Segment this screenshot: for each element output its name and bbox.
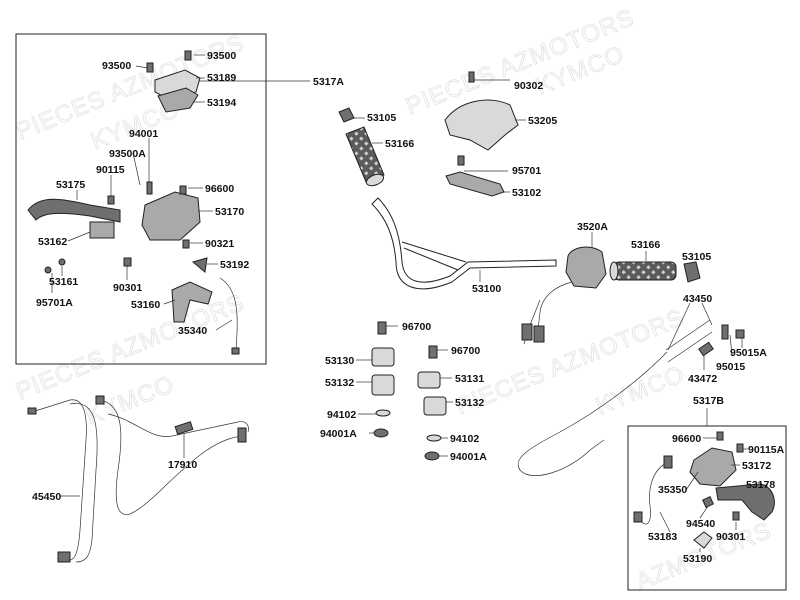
clamp-part bbox=[371, 347, 395, 367]
part-label: 90115 bbox=[96, 164, 125, 176]
assembly-box bbox=[15, 33, 267, 365]
part-label: 53102 bbox=[512, 187, 541, 199]
watermark-layer: PIECES AZMOTORS KYMCO PIECES AZMOTORS KY… bbox=[12, 4, 776, 596]
part-label: 53172 bbox=[742, 460, 771, 472]
watermark: KYMCO bbox=[592, 361, 688, 421]
assembly-5317b: 5317B 96600 90115A 53172 35350 53178 945… bbox=[627, 395, 787, 591]
part-label: 53105 bbox=[682, 251, 711, 263]
part-label: 96600 bbox=[205, 183, 234, 195]
part-label: 93500 bbox=[207, 50, 236, 62]
brake-lever-part bbox=[27, 198, 121, 223]
part-label: 94102 bbox=[327, 409, 356, 421]
part-label: 53178 bbox=[746, 479, 775, 491]
bar-end-part bbox=[683, 261, 701, 283]
part-label: 53105 bbox=[367, 112, 396, 124]
bracket-part bbox=[171, 281, 213, 323]
part-label: 90301 bbox=[716, 531, 745, 543]
right-grip-part bbox=[613, 261, 677, 281]
part-label: 43472 bbox=[688, 373, 717, 385]
cover-bracket-part bbox=[445, 171, 505, 197]
lever-bracket-part bbox=[89, 221, 115, 239]
part-label: 53100 bbox=[472, 283, 501, 295]
part-label: 53175 bbox=[56, 179, 85, 191]
diaphragm-part bbox=[157, 87, 199, 113]
handlebar-cover-part bbox=[444, 99, 519, 151]
watermark: PIECES AZMOTORS bbox=[452, 304, 688, 420]
switch-part bbox=[191, 257, 208, 273]
part-label: 53130 bbox=[325, 355, 354, 367]
part-label: 43450 bbox=[683, 293, 712, 305]
part-label: 93500 bbox=[102, 60, 131, 72]
part-label: 53190 bbox=[683, 553, 712, 565]
clamp-part bbox=[423, 396, 447, 416]
part-label: 95701 bbox=[512, 165, 541, 177]
part-label: 53162 bbox=[38, 236, 67, 248]
part-label: 94540 bbox=[686, 518, 715, 530]
screw-part bbox=[184, 50, 192, 61]
part-label: 95701A bbox=[36, 297, 73, 309]
part-label: 5317B bbox=[693, 395, 724, 407]
part-label: 53205 bbox=[528, 115, 557, 127]
throttle-housing-part bbox=[689, 447, 737, 487]
part-label: 94001A bbox=[450, 451, 487, 463]
part-label: 53161 bbox=[49, 276, 78, 288]
screw-part bbox=[182, 239, 190, 249]
left-grip-part bbox=[345, 126, 385, 183]
part-label: 96700 bbox=[402, 321, 431, 333]
part-label: 53189 bbox=[207, 72, 236, 84]
part-label: 53132 bbox=[455, 397, 484, 409]
part-label: 53166 bbox=[385, 138, 414, 150]
clamp-part bbox=[371, 374, 395, 396]
part-label: 53160 bbox=[131, 299, 160, 311]
bolt-part bbox=[44, 266, 52, 274]
part-label: 90302 bbox=[514, 80, 543, 92]
assembly-5317a: 93500 93500 53189 53194 5317A 94001 9350… bbox=[15, 33, 344, 365]
part-label: 94001 bbox=[129, 128, 158, 140]
master-cylinder-part bbox=[141, 191, 201, 241]
part-label: 94102 bbox=[450, 433, 479, 445]
part-label: 5317A bbox=[313, 76, 344, 88]
part-label: 53131 bbox=[455, 373, 484, 385]
screw-part bbox=[179, 185, 187, 195]
part-label: 96700 bbox=[451, 345, 480, 357]
part-label: 35350 bbox=[658, 484, 687, 496]
part-label: 53194 bbox=[207, 97, 236, 109]
part-label: 53132 bbox=[325, 377, 354, 389]
part-label: 90115A bbox=[748, 444, 785, 456]
bolt-part bbox=[146, 181, 153, 195]
part-label: 95015 bbox=[716, 361, 745, 373]
screw-part bbox=[146, 62, 154, 73]
switch-housing-part bbox=[565, 246, 607, 289]
part-label: 53192 bbox=[220, 259, 249, 271]
nut-part bbox=[58, 258, 66, 266]
part-label: 53183 bbox=[648, 531, 677, 543]
part-label: 95015A bbox=[730, 347, 767, 359]
part-label: 93500A bbox=[109, 148, 146, 160]
bar-end-part bbox=[338, 107, 355, 123]
part-label: 53170 bbox=[215, 206, 244, 218]
part-label: 3520A bbox=[577, 221, 608, 233]
pin-part bbox=[107, 195, 115, 205]
handlebar-part bbox=[371, 197, 557, 290]
connector-part bbox=[521, 323, 533, 341]
part-label: 94001A bbox=[320, 428, 357, 440]
clamp-part bbox=[417, 371, 441, 389]
part-label: 90321 bbox=[205, 238, 234, 250]
cable-group: 17910 45450 bbox=[27, 395, 249, 563]
part-label: 45450 bbox=[32, 491, 61, 503]
handlebar-assembly: 53105 53166 90302 53205 95701 53102 5310… bbox=[320, 71, 767, 476]
cable-adjuster-part bbox=[174, 421, 194, 435]
part-label: 17910 bbox=[168, 459, 197, 471]
part-label: 90301 bbox=[113, 282, 142, 294]
bolt-part bbox=[123, 257, 132, 267]
part-label: 35340 bbox=[178, 325, 207, 337]
part-label: 53166 bbox=[631, 239, 660, 251]
part-label: 96600 bbox=[672, 433, 701, 445]
connector-part bbox=[533, 325, 545, 343]
